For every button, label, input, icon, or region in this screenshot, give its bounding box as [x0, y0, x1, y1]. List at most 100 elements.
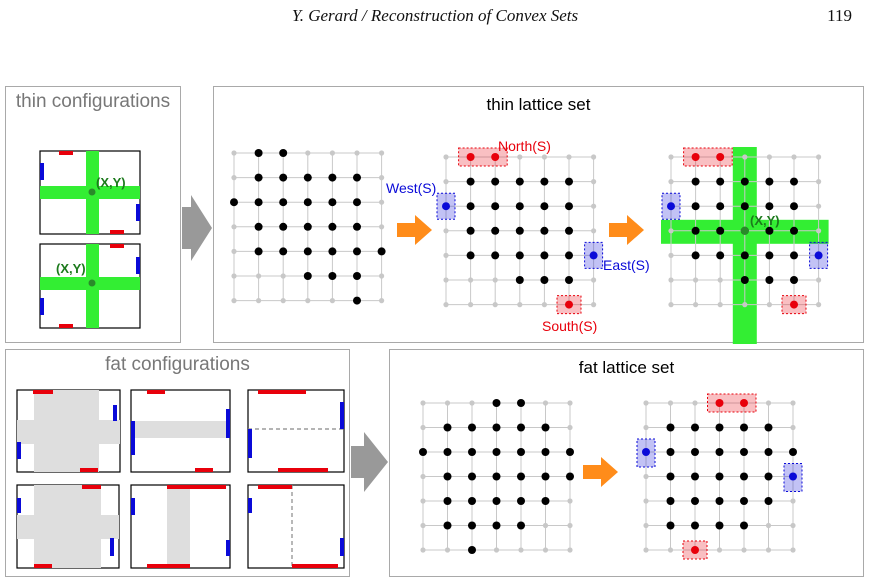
lattice-point: [591, 228, 597, 234]
lattice-point: [643, 473, 649, 480]
set-point: [515, 177, 524, 186]
lattice-point: [256, 298, 262, 304]
extremal-point: [715, 399, 724, 407]
set-point: [740, 276, 749, 284]
set-point: [691, 177, 700, 186]
lattice-point: [492, 277, 498, 283]
lattice-point: [668, 154, 674, 160]
set-point: [764, 497, 773, 505]
lattice-point: [420, 400, 426, 406]
set-point: [715, 472, 724, 481]
lattice-point: [443, 302, 449, 308]
set-point: [740, 448, 748, 456]
lattice-point: [790, 547, 796, 553]
set-point: [515, 251, 524, 260]
set-point: [666, 448, 675, 456]
set-point: [790, 202, 798, 211]
lattice-point: [379, 175, 385, 181]
lattice-point: [816, 277, 822, 283]
lattice-point: [693, 277, 699, 283]
lattice-point: [742, 154, 748, 160]
page-header: Y. Gerard / Reconstruction of Convex Set…: [0, 6, 870, 30]
set-point: [443, 521, 452, 530]
set-point: [765, 177, 774, 186]
lattice-point: [280, 298, 286, 304]
set-point: [254, 149, 263, 157]
set-point: [491, 202, 500, 211]
set-point: [377, 247, 386, 256]
lattice-point: [643, 400, 649, 406]
lattice-point: [816, 302, 822, 308]
set-point: [765, 226, 774, 235]
extremal-point: [667, 202, 675, 211]
set-point: [740, 497, 748, 505]
extremal-point: [642, 448, 650, 456]
lattice-point: [667, 400, 674, 406]
gray-arrow-icon: [351, 432, 388, 492]
lattice-point: [765, 547, 772, 553]
lattice-point: [379, 199, 385, 205]
set-point: [515, 202, 524, 211]
lattice-point: [567, 424, 573, 431]
fat-config-5: [130, 484, 231, 569]
lattice-point: [518, 547, 524, 553]
lattice-point: [643, 522, 649, 529]
lattice-point: [668, 179, 674, 185]
set-point: [541, 423, 550, 432]
lattice-point: [231, 224, 237, 230]
set-point: [691, 226, 700, 235]
set-point: [765, 251, 774, 260]
set-point: [466, 251, 475, 260]
set-point: [328, 198, 337, 207]
lattice-point: [468, 302, 474, 308]
set-point: [328, 247, 337, 256]
lattice-point: [379, 298, 385, 304]
lattice-point: [717, 277, 723, 283]
north-box: [707, 393, 757, 413]
lattice-point: [443, 252, 449, 258]
thin-lattice-set-figure: North(S) West(S) East(S) South(S) (X,Y): [230, 138, 829, 344]
set-point: [691, 472, 699, 481]
set-point: [491, 226, 500, 235]
running-head: Y. Gerard / Reconstruction of Convex Set…: [291, 6, 579, 25]
set-point: [353, 198, 361, 207]
lattice-point: [668, 252, 674, 258]
lattice-point: [231, 175, 237, 181]
set-point: [492, 521, 501, 530]
thin-configurations-panel: thin configurations (X,Y) (X,Y): [5, 86, 181, 343]
lattice-point: [816, 203, 822, 209]
lattice-grid-extremal: [436, 147, 604, 315]
set-point: [565, 177, 573, 186]
set-point: [517, 448, 525, 456]
set-point: [764, 423, 773, 432]
set-point: [691, 448, 699, 456]
set-point: [715, 448, 724, 456]
set-point: [353, 296, 361, 305]
lattice-point: [591, 154, 597, 160]
set-point: [468, 546, 476, 554]
lattice-point: [591, 179, 597, 185]
set-point: [353, 247, 361, 256]
thin-configurations-title: thin configurations: [15, 91, 171, 112]
lattice-point: [305, 150, 311, 156]
lattice-point: [591, 203, 597, 209]
lattice-point: [591, 277, 597, 283]
lattice-point: [643, 547, 649, 553]
thin-lattice-set-title: thin lattice set: [486, 95, 591, 114]
lattice-point: [443, 154, 449, 160]
thin-lattice-set-panel: thin lattice set North(S) West(S) East(S…: [213, 86, 864, 344]
orange-arrow-icon: [609, 215, 644, 245]
set-point: [517, 472, 525, 481]
lattice-point: [379, 224, 385, 230]
lattice-point: [668, 277, 674, 283]
set-point: [765, 276, 774, 284]
set-point: [353, 173, 361, 182]
set-point: [254, 247, 263, 256]
thin-configurations-figure: (X,Y) (X,Y): [39, 150, 141, 329]
set-point: [789, 448, 797, 456]
lattice-point: [766, 154, 773, 160]
extremal-point: [565, 300, 573, 309]
set-point: [303, 222, 312, 231]
set-point: [691, 423, 699, 432]
lattice-point: [741, 547, 747, 553]
